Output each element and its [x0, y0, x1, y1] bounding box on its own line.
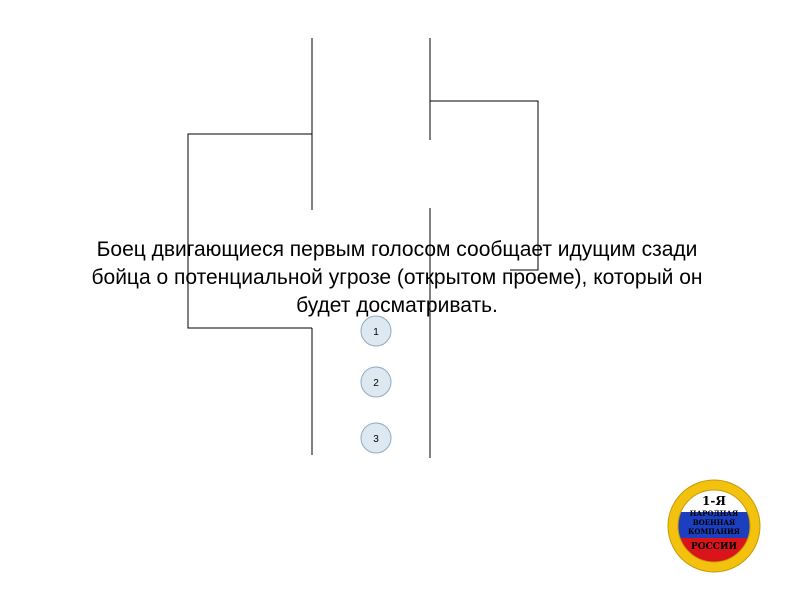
logo-line-5: РОССИИ	[691, 542, 737, 552]
fighter-3-label: 3	[373, 434, 379, 445]
fighter-3: 3	[360, 422, 392, 454]
caption-line-2: бойца о потенциальной угрозе (открытом п…	[91, 266, 703, 289]
logo-line-4: КОМПАНИЯ	[688, 527, 740, 536]
right-room-outline	[430, 100, 539, 271]
organization-logo: 1-Я НАРОДНАЯ ВОЕННАЯ КОМПАНИЯ РОССИИ	[667, 479, 761, 573]
fighter-1: 1	[360, 315, 392, 347]
caption-text: Боец двигающиеся первым голосом сообщает…	[20, 236, 774, 320]
caption-line-3: будет досматривать.	[296, 294, 498, 317]
fighter-1-label: 1	[373, 327, 379, 338]
left-room-outline	[187, 133, 312, 329]
logo-line-3: ВОЕННАЯ	[693, 518, 735, 527]
caption-line-1: Боец двигающиеся первым голосом сообщает…	[96, 238, 698, 261]
fighter-2-label: 2	[373, 378, 379, 389]
fighter-2: 2	[360, 366, 392, 398]
logo-line-1: 1-Я	[702, 494, 726, 508]
logo-line-2: НАРОДНАЯ	[690, 509, 738, 518]
